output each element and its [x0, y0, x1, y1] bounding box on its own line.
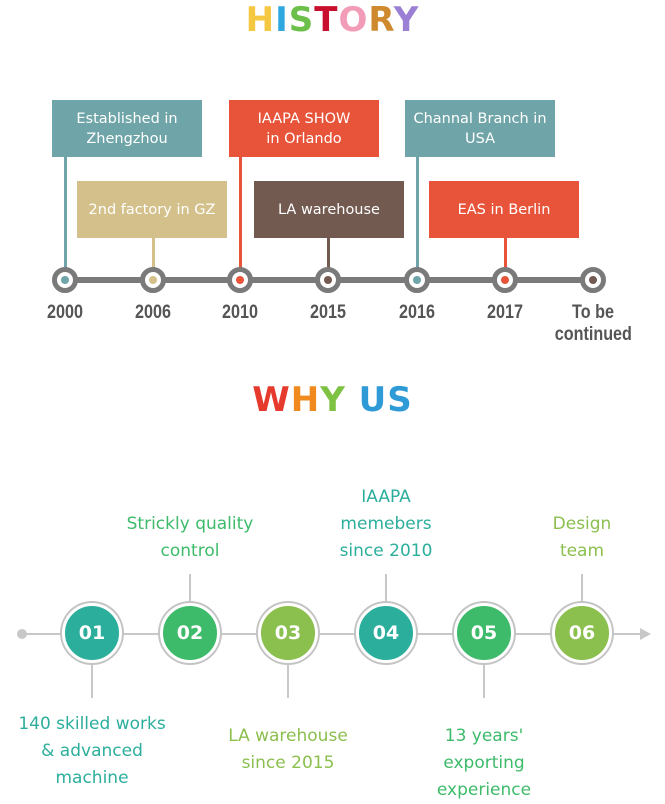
step-circle: 06 — [552, 603, 612, 663]
item-stem — [581, 574, 583, 604]
item-stem — [189, 574, 191, 604]
timeline-node — [404, 267, 430, 293]
year-label: 2000 — [47, 302, 83, 323]
step-label: 140 skilled works & advanced machine — [18, 714, 166, 788]
title-letter — [346, 380, 359, 420]
timeline-node — [580, 267, 606, 293]
why-us-line — [22, 633, 642, 635]
item-stem — [287, 660, 289, 698]
year-label: 2017 — [487, 302, 523, 323]
title-letter: T — [314, 0, 339, 40]
event-stem — [152, 238, 155, 275]
year-label: 2006 — [135, 302, 171, 323]
event-box: EAS in Berlin — [429, 181, 579, 238]
title-letter: R — [368, 0, 394, 40]
history-title: HISTORY — [0, 0, 665, 40]
arrow-head-icon — [640, 628, 651, 640]
timeline-node — [315, 267, 341, 293]
event-box: IAAPA SHOW in Orlando — [229, 100, 379, 157]
title-letter: Y — [393, 0, 420, 40]
year-label: 2010 — [222, 302, 258, 323]
title-letter: Y — [320, 380, 346, 420]
step-label: Design team — [552, 514, 612, 561]
why-us-title: WHY US — [0, 380, 665, 420]
title-letter: H — [245, 0, 276, 40]
event-box: 2nd factory in GZ — [77, 181, 227, 238]
year-label: To be continued — [554, 302, 632, 345]
event-box: Established in Zhengzhou — [52, 100, 202, 157]
title-letter: O — [338, 0, 369, 40]
step-circle: 01 — [62, 603, 122, 663]
title-letter: H — [290, 380, 321, 420]
step-label: LA warehouse since 2015 — [228, 726, 348, 773]
title-letter: W — [252, 380, 291, 420]
timeline-node — [140, 267, 166, 293]
event-stem — [64, 157, 67, 275]
step-circle: 05 — [454, 603, 514, 663]
year-label: 2015 — [310, 302, 346, 323]
step-label: 13 years' exporting experience — [436, 726, 532, 800]
timeline-node — [492, 267, 518, 293]
step-circle: 02 — [160, 603, 220, 663]
step-label: Strickly quality control — [126, 514, 254, 561]
item-stem — [91, 660, 93, 698]
step-label: IAAPA memebers since 2010 — [339, 487, 433, 561]
title-letter: S — [288, 0, 315, 40]
year-label: 2016 — [399, 302, 435, 323]
timeline-node — [52, 267, 78, 293]
start-dot — [17, 629, 27, 639]
step-circle: 04 — [356, 603, 416, 663]
event-box: Channal Branch in USA — [405, 100, 555, 157]
title-letter: S — [387, 380, 413, 420]
event-box: LA warehouse — [254, 181, 404, 238]
event-stem — [239, 157, 242, 275]
step-circle: 03 — [258, 603, 318, 663]
timeline-node — [227, 267, 253, 293]
item-stem — [385, 574, 387, 604]
item-stem — [483, 660, 485, 698]
event-stem — [504, 238, 507, 275]
title-letter: U — [358, 380, 388, 420]
event-stem — [416, 157, 419, 275]
title-letter: I — [275, 0, 289, 40]
event-stem — [327, 238, 330, 275]
